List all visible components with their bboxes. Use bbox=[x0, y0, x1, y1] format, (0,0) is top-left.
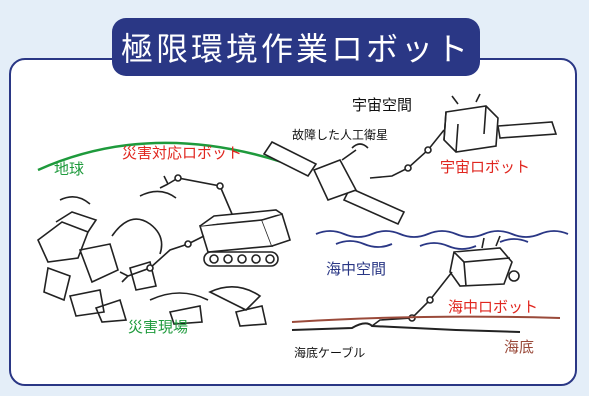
label-broken-satellite: 故障した人工衛星 bbox=[292, 128, 389, 142]
rubble-icon bbox=[37, 190, 267, 327]
label-ocean-space: 海中空間 bbox=[326, 260, 387, 278]
space-robot-icon bbox=[369, 93, 558, 179]
page-title: 極限環境作業ロボット bbox=[112, 18, 480, 76]
label-disaster-site: 災害現場 bbox=[128, 318, 189, 336]
label-seabed: 海底 bbox=[504, 338, 535, 356]
ocean-robot-icon bbox=[371, 235, 520, 327]
disaster-robot-icon bbox=[119, 174, 291, 283]
earth-horizon-arc bbox=[37, 141, 283, 172]
label-ocean-robot: 海中ロボット bbox=[448, 298, 539, 316]
seabed-line bbox=[291, 315, 561, 323]
seabed-cable bbox=[291, 322, 521, 333]
label-space-robot: 宇宙ロボット bbox=[440, 158, 531, 176]
label-disaster-robot: 災害対応ロボット bbox=[122, 144, 243, 162]
ocean-waves bbox=[315, 230, 569, 250]
label-space: 宇宙空間 bbox=[352, 96, 413, 114]
broken-satellite-icon bbox=[262, 140, 406, 226]
label-seabed-cable: 海底ケーブル bbox=[294, 346, 366, 360]
label-earth: 地球 bbox=[54, 160, 85, 178]
